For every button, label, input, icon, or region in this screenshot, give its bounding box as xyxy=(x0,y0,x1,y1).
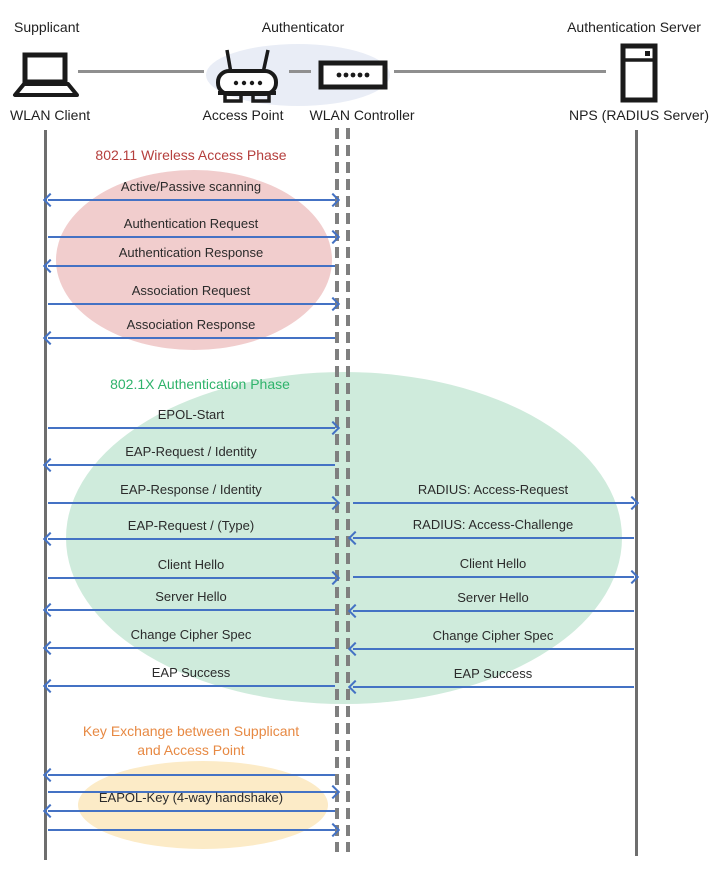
message-arrow xyxy=(347,530,636,546)
arrowhead-left-icon xyxy=(347,679,363,695)
message-arrow xyxy=(42,258,337,274)
arrowhead-left-icon xyxy=(42,330,58,346)
message-arrow xyxy=(42,192,341,208)
arrowhead-left-icon xyxy=(42,258,58,274)
phase-3-title: Key Exchange between Supplicant and Acce… xyxy=(82,723,300,758)
node-label-wlan-client: WLAN Client xyxy=(10,107,91,123)
message-arrow xyxy=(347,603,636,619)
lifeline-wlan-controller-right xyxy=(346,128,350,852)
message-arrow xyxy=(46,570,341,586)
arrowhead-left-icon xyxy=(42,457,58,473)
laptop-icon xyxy=(10,52,82,100)
message-label: Association Response xyxy=(126,317,256,332)
phase-2-title: 802.1X Authentication Phase xyxy=(110,376,290,392)
lifeline-wlan-client xyxy=(44,130,47,860)
message-arrow xyxy=(46,420,341,436)
node-label-access-point: Access Point xyxy=(202,107,284,123)
message-arrow xyxy=(46,495,341,511)
arrowhead-left-icon xyxy=(42,531,58,547)
message-arrow xyxy=(42,803,337,819)
node-label-nps: NPS (RADIUS Server) xyxy=(568,107,710,123)
connector-line xyxy=(289,70,311,73)
arrowhead-left-icon xyxy=(42,192,58,208)
role-authenticator: Authenticator xyxy=(261,19,345,35)
arrowhead-left-icon xyxy=(347,530,363,546)
message-arrow xyxy=(351,569,640,585)
message-arrow xyxy=(42,602,337,618)
phase-1-title: 802.11 Wireless Access Phase xyxy=(95,147,287,163)
message-label: EAP-Request / (Type) xyxy=(127,518,255,533)
message-label: RADIUS: Access-Request xyxy=(417,482,569,497)
message-arrow xyxy=(351,495,640,511)
arrowhead-left-icon xyxy=(42,803,58,819)
message-arrow xyxy=(42,457,337,473)
arrowhead-left-icon xyxy=(42,640,58,656)
node-label-wlan-controller: WLAN Controller xyxy=(309,107,415,123)
connector-line xyxy=(394,70,606,73)
message-label: Server Hello xyxy=(155,589,227,604)
message-arrow xyxy=(46,822,341,838)
message-arrow xyxy=(42,678,337,694)
message-arrow xyxy=(42,767,337,783)
connector-line xyxy=(78,70,204,73)
role-supplicant: Supplicant xyxy=(14,19,80,35)
role-authentication-server: Authentication Server xyxy=(567,19,701,35)
message-arrow xyxy=(347,641,636,657)
message-label: EAPOL-Key (4-way handshake) xyxy=(98,790,284,805)
message-arrow xyxy=(347,679,636,695)
wireless-router-icon xyxy=(214,46,282,108)
arrowhead-left-icon xyxy=(42,678,58,694)
message-label: EAP Success xyxy=(151,665,231,680)
message-arrow xyxy=(42,531,337,547)
message-label: Client Hello xyxy=(459,556,527,571)
message-label: EAP-Response / Identity xyxy=(120,482,262,497)
arrowhead-left-icon xyxy=(42,602,58,618)
message-label: EPOL-Start xyxy=(157,407,225,422)
arrowhead-left-icon xyxy=(347,603,363,619)
message-arrow xyxy=(42,330,337,346)
arrowhead-left-icon xyxy=(42,767,58,783)
message-label: Change Cipher Spec xyxy=(432,628,554,643)
message-label: RADIUS: Access-Challenge xyxy=(412,517,574,532)
lifeline-wlan-controller-left xyxy=(335,128,339,852)
message-label: Authentication Response xyxy=(118,245,264,260)
controller-box-icon xyxy=(318,60,388,90)
message-label: Server Hello xyxy=(457,590,529,605)
message-label: EAP-Request / Identity xyxy=(125,444,257,459)
message-arrow xyxy=(42,640,337,656)
message-arrow xyxy=(46,296,341,312)
message-label: Association Request xyxy=(131,283,251,298)
arrowhead-left-icon xyxy=(347,641,363,657)
server-icon xyxy=(620,43,658,103)
message-label: Client Hello xyxy=(157,557,225,572)
message-label: Change Cipher Spec xyxy=(130,627,252,642)
lifeline-nps xyxy=(635,130,638,856)
message-label: Authentication Request xyxy=(123,216,259,231)
message-arrow xyxy=(46,784,341,800)
message-label: EAP Success xyxy=(453,666,533,681)
message-arrow xyxy=(46,229,341,245)
message-label: Active/Passive scanning xyxy=(120,179,262,194)
